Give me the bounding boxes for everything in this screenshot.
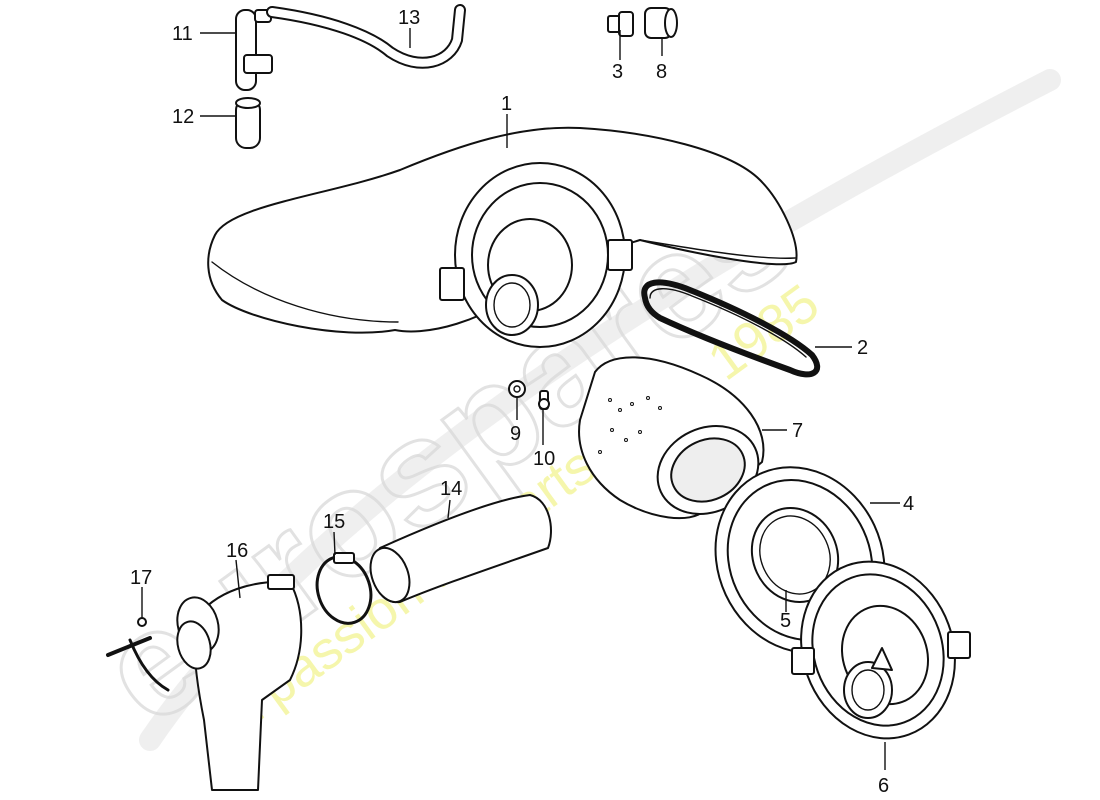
part-15-hose-clamp bbox=[315, 552, 373, 625]
part-11-breather-tube bbox=[235, 9, 273, 91]
callout-3: 3 bbox=[612, 61, 623, 83]
callout-15: 15 bbox=[323, 511, 345, 533]
callout-10: 10 bbox=[533, 448, 555, 470]
part-2-gasket bbox=[641, 279, 821, 378]
leader-lines bbox=[141, 28, 900, 770]
part-17-bolt bbox=[106, 617, 170, 692]
part-14-sleeve bbox=[369, 494, 552, 604]
callout-labels: 1 2 3 4 5 6 7 8 9 10 11 12 13 14 15 16 1… bbox=[130, 7, 914, 797]
callout-2: 2 bbox=[857, 337, 868, 359]
callout-9: 9 bbox=[510, 423, 521, 445]
part-3-nipple bbox=[607, 11, 634, 37]
callout-13: 13 bbox=[398, 7, 420, 29]
part-10-screw bbox=[538, 390, 550, 410]
callout-1: 1 bbox=[501, 93, 512, 115]
callout-16: 16 bbox=[226, 540, 248, 562]
callout-12: 12 bbox=[172, 106, 194, 128]
part-16-air-duct bbox=[176, 574, 303, 791]
callout-5: 5 bbox=[780, 610, 791, 632]
part-7-filter-element bbox=[578, 356, 765, 520]
part-9-washer bbox=[508, 380, 526, 398]
callout-14: 14 bbox=[440, 478, 462, 500]
part-8-grommet bbox=[644, 7, 678, 39]
callout-17: 17 bbox=[130, 567, 152, 589]
callout-8: 8 bbox=[656, 61, 667, 83]
part-1-air-cleaner-housing bbox=[207, 126, 798, 348]
callout-6: 6 bbox=[878, 775, 889, 797]
part-12-elbow-piece bbox=[235, 97, 261, 149]
callout-7: 7 bbox=[792, 420, 803, 442]
callout-4: 4 bbox=[903, 493, 914, 515]
part-13-hose bbox=[266, 4, 466, 69]
callout-11: 11 bbox=[172, 23, 193, 45]
part-6-cover bbox=[791, 560, 971, 740]
